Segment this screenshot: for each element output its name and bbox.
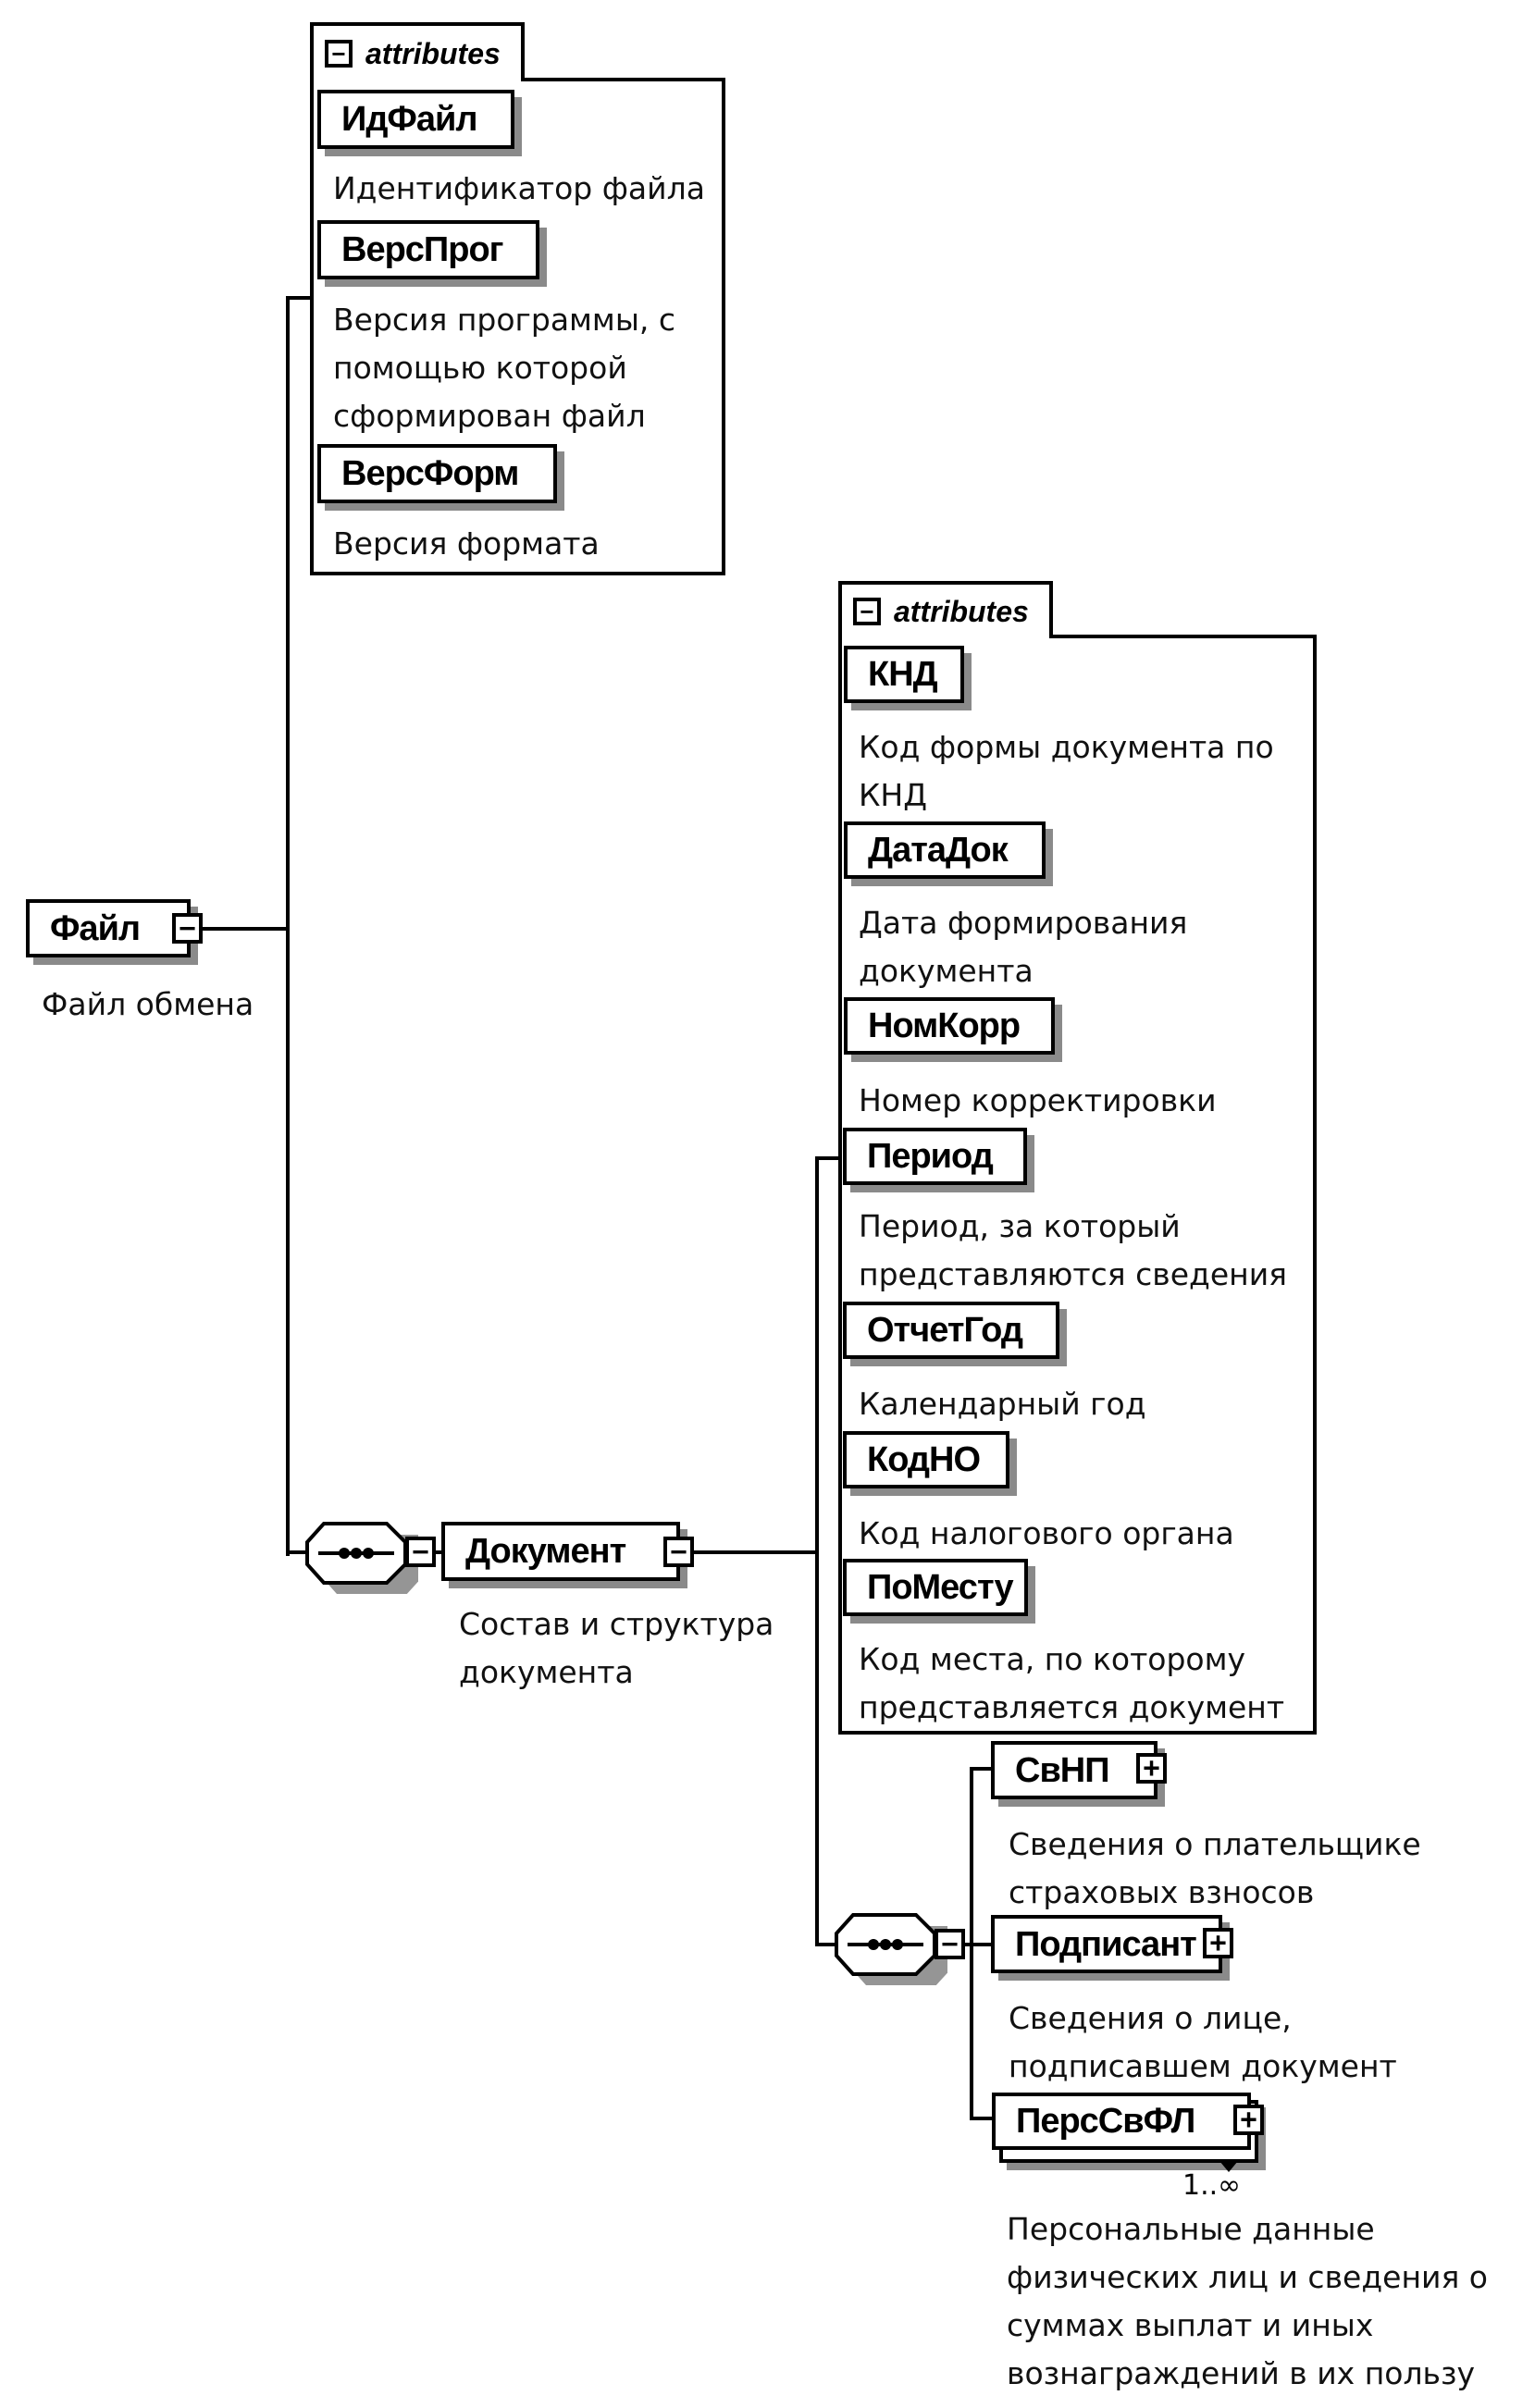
seq-doc-connector [433, 1550, 444, 1554]
attribute-description: Календарный год [859, 1386, 1146, 1422]
element-file-collapse-toggle[interactable]: − [172, 913, 203, 944]
attribute-description: Версия программы, с помощью которой сфор… [333, 302, 676, 434]
attribute-pomestu[interactable]: ПоМесту [843, 1559, 1028, 1616]
attribute-label: КНД [868, 655, 938, 694]
element-label: ПерсСвФЛ [1016, 2102, 1195, 2141]
document-attributes-tab-cover [842, 633, 1049, 640]
attribute-description: Дата формирования документа [859, 905, 1188, 989]
element-file-label: Файл [50, 908, 141, 948]
element-svnp-description: Сведения о плательщике страховых взносов [1009, 1826, 1421, 1910]
element-perssvfl-description: Персональные данные физических лиц и све… [1007, 2211, 1488, 2391]
sequence-icon [835, 1913, 947, 1985]
attribute-datadok[interactable]: ДатаДок [844, 821, 1046, 879]
attribute-description: Версия формата [333, 525, 600, 562]
attributes-header: attributes [894, 594, 1029, 628]
doc-seq-connector [815, 1943, 837, 1946]
minus-icon: − [412, 1535, 429, 1568]
seq2-toggle-connector [962, 1943, 973, 1946]
element-document[interactable]: Документ [441, 1522, 680, 1581]
attribute-description: Идентификатор файла [333, 170, 705, 206]
document-connector [694, 1550, 819, 1554]
attribute-nomkorr[interactable]: НомКорр [844, 997, 1055, 1055]
element-podpisant-expand-toggle[interactable]: + [1203, 1928, 1233, 1958]
document-trunk-line [815, 1156, 819, 1943]
attribute-label: НомКорр [868, 1006, 1021, 1045]
child-perssvfl-connector [970, 2117, 994, 2120]
attribute-description: Период, за который представляются сведен… [859, 1208, 1287, 1292]
attribute-label: КодНО [867, 1440, 981, 1479]
minus-icon: − [670, 1535, 687, 1568]
attribute-description: Код налогового органа [859, 1515, 1234, 1551]
element-podpisant[interactable]: Подписант [991, 1915, 1222, 1973]
root-attributes-tab[interactable]: − attributes [310, 22, 525, 81]
sequence-icon [305, 1522, 418, 1594]
attributes-header: attributes [365, 36, 501, 70]
element-document-collapse-toggle[interactable]: − [663, 1537, 694, 1567]
element-document-description: Состав и структура документа [459, 1606, 774, 1690]
root-connector [203, 927, 290, 931]
attribute-label: ПоМесту [867, 1568, 1014, 1607]
plus-icon: + [1240, 2103, 1257, 2136]
element-svnp-expand-toggle[interactable]: + [1136, 1753, 1167, 1784]
root-trunk-line [286, 296, 290, 1556]
element-label: СвНП [1015, 1750, 1110, 1790]
minus-icon: − [179, 911, 196, 945]
plus-icon: + [1143, 1751, 1160, 1784]
element-perssvfl-multiplicity: 1..∞ [1182, 2169, 1242, 2202]
minus-icon[interactable]: − [325, 40, 353, 68]
root-attrs-connector [286, 296, 312, 300]
attribute-label: ВерсПрог [341, 230, 503, 269]
element-file[interactable]: Файл [26, 899, 191, 957]
sequence-collapse-toggle[interactable]: − [405, 1537, 436, 1567]
root-attributes-tab-cover [314, 76, 521, 83]
element-podpisant-description: Сведения о лице, подписавшем документ [1009, 2000, 1397, 2084]
doc-attrs-connector [815, 1156, 841, 1160]
attribute-versform[interactable]: ВерсФорм [317, 444, 557, 503]
attribute-knd[interactable]: КНД [844, 646, 964, 703]
root-seq-connector [286, 1550, 308, 1554]
attribute-idfile[interactable]: ИдФайл [317, 90, 514, 149]
child-podpisant-connector [970, 1943, 994, 1946]
attribute-label: Период [867, 1137, 994, 1176]
element-label: Подписант [1015, 1924, 1197, 1964]
attribute-description: Код места, по которому представляется до… [859, 1641, 1285, 1725]
attribute-label: ИдФайл [341, 100, 478, 139]
attribute-description: Код формы документа по КНД [859, 729, 1274, 813]
attribute-period[interactable]: Период [843, 1128, 1027, 1185]
sequence-collapse-toggle[interactable]: − [935, 1929, 965, 1959]
element-file-description: Файл обмена [42, 986, 254, 1022]
attribute-description: Номер корректировки [859, 1082, 1217, 1118]
attribute-otchetgod[interactable]: ОтчетГод [843, 1302, 1059, 1359]
element-svnp[interactable]: СвНП [991, 1741, 1157, 1799]
element-perssvfl-expand-toggle[interactable]: + [1233, 2105, 1264, 2135]
child-svnp-connector [970, 1767, 994, 1771]
attribute-label: ВерсФорм [341, 454, 519, 493]
element-perssvfl[interactable]: ПерсСвФЛ [992, 2093, 1251, 2150]
sequence-compositor[interactable] [305, 1522, 418, 1594]
element-document-label: Документ [465, 1532, 626, 1571]
attribute-versprog[interactable]: ВерсПрог [317, 220, 539, 279]
document-attributes-tab[interactable]: − attributes [838, 581, 1053, 638]
attribute-label: ДатаДок [868, 831, 1009, 870]
minus-icon: − [941, 1927, 959, 1960]
sequence-compositor[interactable] [835, 1913, 947, 1985]
minus-icon[interactable]: − [853, 598, 881, 625]
attribute-kodno[interactable]: КодНО [843, 1431, 1009, 1488]
plus-icon: + [1209, 1926, 1227, 1959]
attribute-label: ОтчетГод [867, 1311, 1023, 1350]
multiplicity-arrow-icon [1219, 2161, 1238, 2172]
